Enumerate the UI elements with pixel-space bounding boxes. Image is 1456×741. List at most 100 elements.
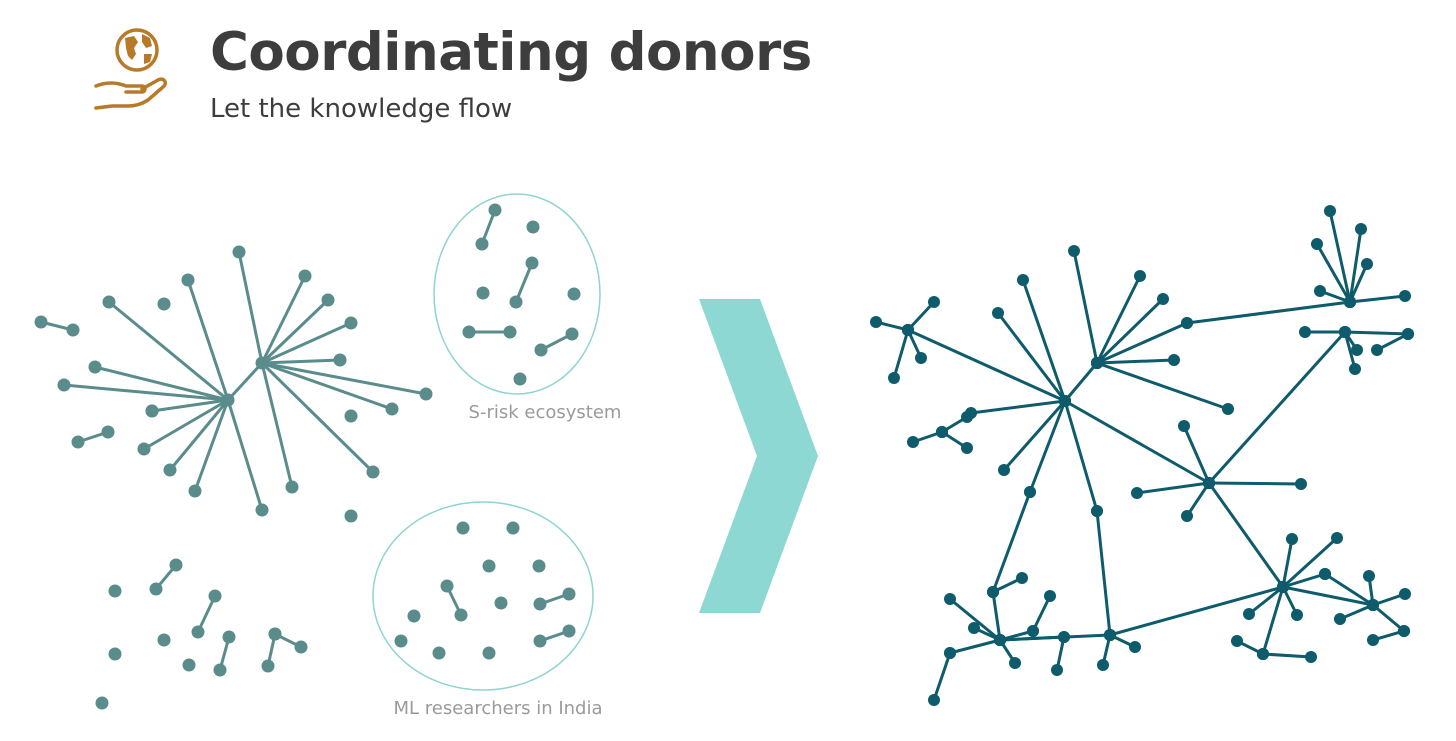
right-network-edge	[1281, 537, 1294, 589]
right-network-edge	[932, 651, 952, 702]
left-network-node	[137, 442, 151, 456]
left-network-edge	[168, 398, 230, 472]
left-network-edge	[62, 383, 230, 402]
right-network-node	[1399, 588, 1411, 600]
right-network-node	[987, 586, 999, 598]
left-network-node	[71, 435, 85, 449]
left-network-edge	[260, 298, 330, 365]
left-network-node	[534, 343, 548, 357]
left-network-edge	[107, 300, 230, 402]
right-network-node	[1399, 290, 1411, 302]
right-network-node	[1097, 659, 1109, 671]
right-network-edge	[1002, 399, 1067, 472]
right-network-edge	[1095, 358, 1176, 365]
right-network-node	[1311, 238, 1323, 250]
left-network-edge	[260, 361, 394, 411]
right-network-node	[1314, 285, 1326, 297]
left-network-node	[462, 325, 476, 339]
left-network-node	[149, 582, 163, 596]
left-network-node	[366, 465, 380, 479]
left-network-edge	[260, 361, 428, 396]
left-network-node	[503, 325, 517, 339]
left-network-node	[513, 372, 527, 386]
left-network-node	[108, 584, 122, 598]
right-network-node	[1295, 478, 1307, 490]
right-network-node	[1181, 317, 1193, 329]
right-network-node	[1291, 609, 1303, 621]
left-network-node	[108, 647, 122, 661]
right-network-node	[1017, 274, 1029, 286]
right-network-edge	[991, 590, 1002, 642]
left-network-edge	[142, 398, 230, 451]
left-network-node	[157, 633, 171, 647]
left-network-edge	[260, 274, 307, 365]
right-network-node	[1355, 223, 1367, 235]
left-network-node	[440, 579, 454, 593]
right-network-edge	[892, 328, 910, 380]
left-network-node	[188, 484, 202, 498]
right-network-edge	[1281, 536, 1339, 589]
left-network-node	[321, 293, 335, 307]
left-network-node	[261, 659, 275, 673]
left-network-node	[394, 634, 408, 648]
right-network-node	[1157, 293, 1169, 305]
left-network-node	[344, 409, 358, 423]
right-network-node	[1027, 625, 1039, 637]
page-title: Coordinating donors	[210, 22, 812, 83]
right-network-edge	[906, 300, 936, 332]
left-network-node	[525, 256, 539, 270]
right-network-edge	[1207, 481, 1285, 589]
right-network-edge	[1135, 481, 1211, 495]
left-network-node	[344, 509, 358, 523]
left-network-node	[567, 287, 581, 301]
right-network-node	[1402, 328, 1414, 340]
left-network-node	[298, 269, 312, 283]
right-network-node	[1361, 258, 1373, 270]
right-network-node	[1331, 532, 1343, 544]
right-network-node	[1344, 296, 1356, 308]
left-network-node	[221, 393, 235, 407]
left-network-node	[565, 327, 579, 341]
left-network-node	[476, 286, 490, 300]
right-network-edge	[1031, 594, 1052, 633]
right-network-node	[968, 622, 980, 634]
left-network-node	[533, 597, 547, 611]
transition-chevron	[699, 299, 818, 613]
left-network-node	[163, 463, 177, 477]
left-network-node	[475, 237, 489, 251]
ml-india-cluster-outline	[372, 501, 594, 691]
right-network-edge	[1063, 361, 1099, 403]
left-network-node	[255, 356, 269, 370]
right-network-node	[1181, 510, 1193, 522]
left-network-node	[532, 559, 546, 573]
left-network-node	[255, 503, 269, 517]
left-network-node	[66, 323, 80, 337]
right-network-node	[1398, 625, 1410, 637]
right-network-node	[1068, 245, 1080, 257]
right-network-nodes	[870, 205, 1414, 706]
right-network-node	[1367, 599, 1379, 611]
left-network-node	[407, 609, 421, 623]
left-network-node	[95, 696, 109, 710]
right-network-node	[1024, 486, 1036, 498]
right-network-node	[944, 593, 956, 605]
left-network-node	[432, 646, 446, 660]
srisk-cluster-outline	[433, 193, 601, 395]
right-network-node	[1299, 326, 1311, 338]
left-network-edge	[237, 250, 264, 365]
right-network-edge	[1348, 227, 1363, 304]
right-network-node	[928, 694, 940, 706]
right-network-edge	[1323, 572, 1375, 607]
left-network-edge	[226, 398, 264, 512]
right-network-edge	[948, 638, 1002, 655]
left-network-node	[488, 203, 502, 217]
right-network-edge	[1108, 585, 1285, 637]
left-network-node	[213, 663, 227, 677]
right-network-edge	[1371, 603, 1406, 633]
left-network-node	[385, 402, 399, 416]
right-network-edge	[1095, 297, 1165, 365]
right-network-node	[1104, 629, 1116, 641]
right-network-edge	[1185, 300, 1352, 325]
right-network-node	[992, 307, 1004, 319]
right-network-edge	[1063, 399, 1099, 513]
